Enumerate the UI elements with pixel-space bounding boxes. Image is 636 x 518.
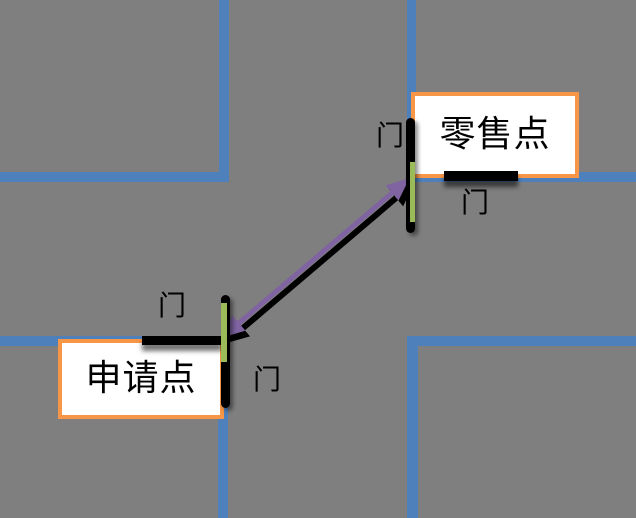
application-point-box: 申请点: [58, 339, 224, 419]
retail-point-label: 零售点: [439, 114, 551, 155]
door-label-application-east: 门: [253, 363, 282, 396]
curb-top-left-vertical: [219, 0, 229, 182]
retail-point-box: 零售点: [411, 92, 579, 178]
route-arrow-shadow: [224, 182, 415, 344]
retail-south-door-bar: [444, 171, 518, 181]
route-arrow-line: [221, 178, 410, 338]
door-label-retail-south: 门: [461, 186, 490, 219]
curb-top-left-horizontal: [0, 172, 229, 182]
application-north-door-bar: [142, 336, 222, 345]
retail-west-door-leaf: [410, 162, 415, 222]
application-east-door-leaf: [221, 303, 227, 362]
curb-top-right-vertical: [407, 0, 416, 182]
curb-bottom-right-vertical: [407, 336, 418, 518]
curb-bottom-left-vertical: [218, 336, 228, 518]
door-label-application-north: 门: [158, 289, 187, 322]
application-point-label: 申请点: [85, 358, 197, 399]
curb-bottom-right-horizontal: [407, 336, 636, 346]
door-label-retail-west: 门: [376, 119, 405, 152]
